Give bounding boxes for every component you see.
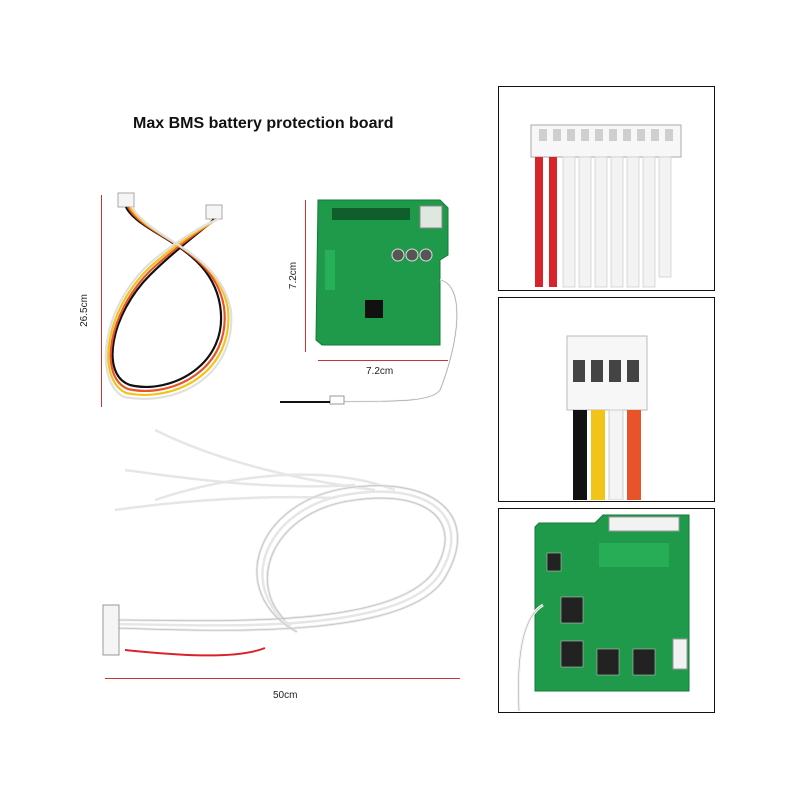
ntc-connector-closeup-panel [498, 297, 715, 502]
ntc-connector-closeup-image [566, 335, 648, 500]
dimension-line-vertical [101, 195, 102, 407]
ntc-cable-length-label: 26.5cm [78, 294, 90, 327]
balance-connector-closeup-image [530, 124, 682, 288]
pcb-chip-row [332, 208, 410, 220]
dimension-line-horizontal [318, 360, 448, 361]
page-title: Max BMS battery protection board [133, 115, 394, 132]
bms-board-view-panel [498, 508, 715, 713]
bms-board-top-view-image [280, 199, 458, 405]
connector-closeup-panel [498, 86, 715, 291]
harness-connector [102, 604, 120, 656]
bms-board-closeup-image [516, 514, 690, 711]
ntc-sensor-cable-image [104, 192, 233, 400]
balance-wire-harness-image [102, 428, 459, 657]
balance-cable-length-label: 50cm [273, 690, 298, 701]
cable-connector-right [205, 204, 223, 220]
board-width-label: 7.2cm [366, 366, 394, 377]
dimension-line-vertical [305, 200, 306, 352]
dimension-line-horizontal [105, 678, 460, 679]
pcb-connector [419, 205, 443, 229]
pcb-main-ic [365, 300, 383, 318]
cable-connector-left [117, 192, 135, 208]
